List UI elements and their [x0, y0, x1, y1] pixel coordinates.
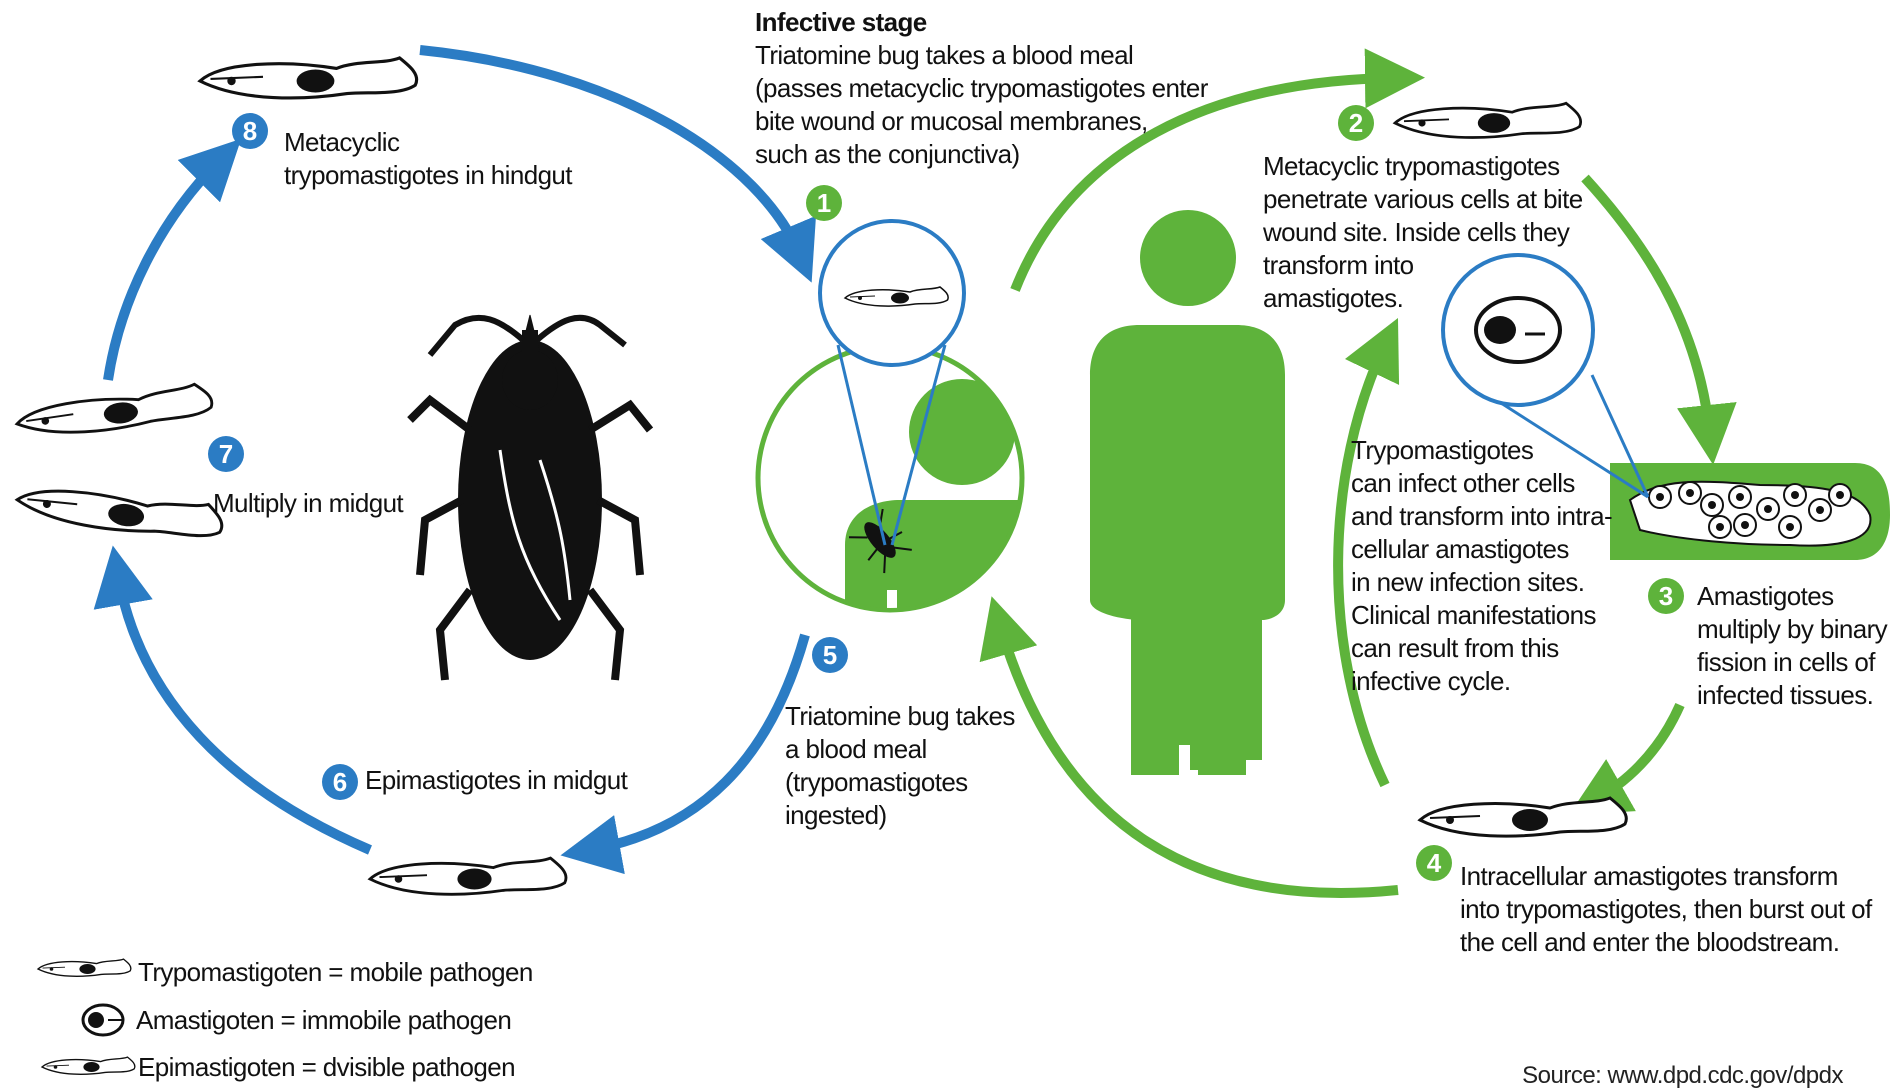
step-badge-6: 6 — [322, 764, 358, 800]
triatomine-bug-icon — [410, 315, 650, 680]
step-3-text: Amastigotes multiply by binary fission i… — [1697, 580, 1887, 712]
step-badge-4: 4 — [1416, 845, 1452, 881]
reinfection-line: in new infection sites. — [1351, 566, 1612, 599]
epimastigote-stage-7b — [15, 478, 225, 544]
reinfection-line: can infect other cells — [1351, 467, 1612, 500]
legend-trypomastigote-glyph — [38, 959, 131, 976]
step-5-line: (trypomastigotes — [785, 766, 1015, 799]
step-badge-2: 2 — [1338, 105, 1374, 141]
step-8-line: Metacyclic — [284, 126, 572, 159]
step-2-line: wound site. Inside cells they — [1263, 216, 1583, 249]
legend-label: Epimastigoten = dvisible pathogen — [138, 1052, 515, 1083]
epimastigote-stage-6 — [370, 858, 566, 894]
legend-amastigote-glyph — [83, 1005, 123, 1035]
step-7-text: Multiply in midgut — [213, 487, 403, 520]
reinfection-line: infective cycle. — [1351, 665, 1612, 698]
step-5-text: Triatomine bug takes a blood meal (trypo… — [785, 700, 1015, 832]
arrow-6-to-7 — [118, 575, 370, 850]
legend-label: Trypomastigoten = mobile pathogen — [138, 957, 533, 988]
arrow-3-to-4 — [1595, 705, 1680, 800]
step-5-line: a blood meal — [785, 733, 1015, 766]
reinfection-line: Trypomastigotes — [1351, 434, 1612, 467]
step-2-text: Metacyclic trypomastigotes penetrate var… — [1263, 150, 1583, 315]
step-badge-8: 8 — [232, 113, 268, 149]
reinfection-line: cellular amastigotes — [1351, 533, 1612, 566]
step-2-line: transform into — [1263, 249, 1583, 282]
step-4-line: the cell and enter the bloodstream. — [1460, 926, 1872, 959]
infective-stage-text: Infective stage Triatomine bug takes a b… — [755, 6, 1208, 171]
reinfection-line: and transform into intra- — [1351, 500, 1612, 533]
reinfection-line: can result from this — [1351, 632, 1612, 665]
step-badge-5: 5 — [812, 637, 848, 673]
step-6-text: Epimastigotes in midgut — [365, 764, 627, 797]
step-badge-3: 3 — [1648, 578, 1684, 614]
step-2-line: penetrate various cells at bite — [1263, 183, 1583, 216]
reinfection-note-text: Trypomastigotes can infect other cells a… — [1351, 434, 1612, 698]
arrow-5-to-6 — [590, 635, 805, 850]
human-figure-icon — [1090, 210, 1285, 775]
epimastigote-stage-7a — [15, 383, 214, 440]
infective-stage-line: Triatomine bug takes a blood meal — [755, 39, 1208, 72]
arrow-2-to-3 — [1585, 178, 1710, 435]
infective-stage-title: Infective stage — [755, 6, 1208, 39]
step-badge-7: 7 — [208, 436, 244, 472]
trypomastigote-stage-4 — [1420, 798, 1626, 836]
step-7-line: Multiply in midgut — [213, 487, 403, 520]
trypomastigote-stage-8 — [200, 58, 417, 98]
infective-stage-line: bite wound or mucosal membranes, — [755, 105, 1208, 138]
step-6-line: Epimastigotes in midgut — [365, 764, 627, 797]
step-badge-1: 1 — [806, 185, 842, 221]
step-3-line: Amastigotes — [1697, 580, 1887, 613]
step-2-line: Metacyclic trypomastigotes — [1263, 150, 1583, 183]
arrow-7-to-8 — [108, 160, 220, 380]
step-4-line: into trypomastigotes, then burst out of — [1460, 893, 1872, 926]
step-4-text: Intracellular amastigotes transform into… — [1460, 860, 1872, 959]
step-3-line: infected tissues. — [1697, 679, 1887, 712]
source-credit: Source: www.dpd.cdc.gov/dpdx — [1522, 1062, 1843, 1090]
step-4-line: Intracellular amastigotes transform — [1460, 860, 1872, 893]
legend-label: Amastigoten = immobile pathogen — [136, 1005, 511, 1036]
trypomastigote-stage-2 — [1395, 103, 1581, 137]
step-3-line: fission in cells of — [1697, 646, 1887, 679]
step-5-line: Triatomine bug takes — [785, 700, 1015, 733]
step-2-line: amastigotes. — [1263, 282, 1583, 315]
reinfection-line: Clinical manifestations — [1351, 599, 1612, 632]
infective-stage-line: such as the conjunctiva) — [755, 138, 1208, 171]
infective-stage-line: (passes metacyclic trypomastigotes enter — [755, 72, 1208, 105]
step-3-line: multiply by binary — [1697, 613, 1887, 646]
step-5-line: ingested) — [785, 799, 1015, 832]
legend-epimastigote-glyph — [42, 1057, 135, 1074]
step-8-text: Metacyclic trypomastigotes in hindgut — [284, 126, 572, 192]
step-8-line: trypomastigotes in hindgut — [284, 159, 572, 192]
